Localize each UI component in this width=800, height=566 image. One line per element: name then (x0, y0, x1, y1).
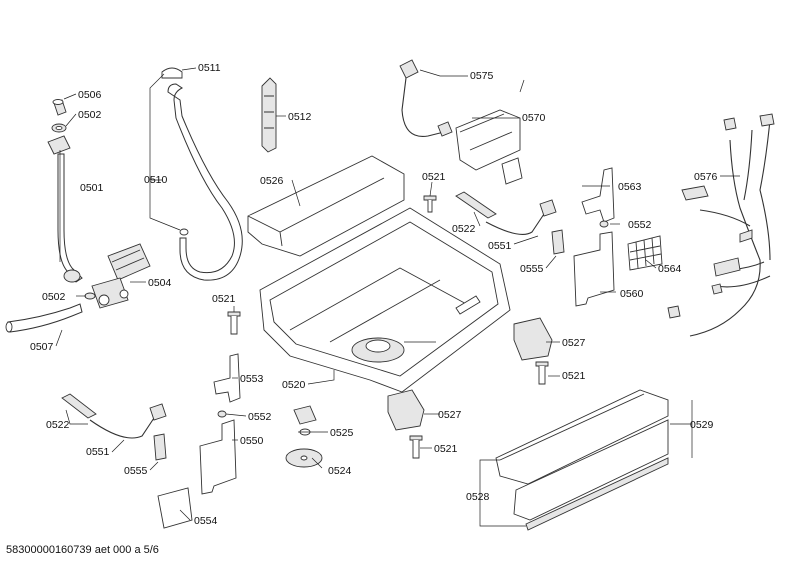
part-0528-plinth-lower (513, 419, 669, 531)
part-0502-seal-ring (51, 123, 67, 133)
part-0555-clip-right (551, 229, 565, 255)
label-0529: 0529 (690, 419, 714, 431)
part-0529-plinth-upper (495, 389, 669, 485)
part-0512-bracket (261, 77, 277, 153)
label-0521-top: 0521 (422, 171, 446, 183)
part-0526-cover (247, 155, 405, 257)
part-0551-sensor-left (89, 403, 167, 439)
part-0521-foot-d (409, 435, 423, 459)
part-0507-hose-piece (5, 303, 83, 333)
label-0504: 0504 (148, 277, 172, 289)
part-0570-control-module (455, 109, 523, 185)
part-0502-lower-ring (84, 292, 96, 300)
label-0527-bottom: 0527 (438, 409, 462, 421)
part-0501-inlet-hose (47, 135, 83, 283)
part-0563-bracket-right (581, 167, 615, 223)
part-0522-rack-left (61, 393, 97, 419)
label-0553: 0553 (240, 373, 264, 385)
label-0552-left: 0552 (248, 411, 272, 423)
label-0526: 0526 (260, 175, 284, 187)
part-0527-corner-block-b (387, 389, 425, 431)
label-0512: 0512 (288, 111, 312, 123)
label-0555-right: 0555 (520, 263, 544, 275)
label-0527-right: 0527 (562, 337, 586, 349)
part-0521-foot-c (535, 361, 549, 385)
label-0551-left: 0551 (86, 446, 110, 458)
part-0555-clip-left (153, 433, 167, 461)
label-0570: 0570 (522, 112, 546, 124)
part-0576-wiring-harness (667, 113, 775, 337)
part-0551-sensor-right (485, 199, 557, 235)
label-0522-right: 0522 (452, 223, 476, 235)
part-0511-clamp (161, 67, 183, 79)
label-0507: 0507 (30, 341, 54, 353)
part-0525-small-component (293, 405, 317, 436)
part-0524-disc (285, 448, 323, 468)
part-0550-hinge-left (199, 419, 237, 495)
label-0552-right: 0552 (628, 219, 652, 231)
label-0528: 0528 (466, 491, 490, 503)
label-0521-bottom: 0521 (434, 443, 458, 455)
part-0564-grille (627, 235, 663, 271)
part-0521-foot-a (423, 195, 437, 213)
label-0522-left: 0522 (46, 419, 70, 431)
part-labels: 0506 0502 0501 0502 0504 0507 0510 0511 … (30, 62, 718, 527)
label-0502-top: 0502 (78, 109, 102, 121)
label-0511: 0511 (198, 62, 221, 74)
label-0510: 0510 (144, 174, 168, 186)
part-0504-valve-block (91, 243, 151, 309)
label-0560: 0560 (620, 288, 644, 300)
part-0552-small-part-right (599, 220, 609, 228)
part-0575-power-cable (399, 59, 453, 138)
label-0564: 0564 (658, 263, 682, 275)
label-0524: 0524 (328, 465, 352, 477)
document-reference: 58300000160739 aet 000 a 5/6 (6, 544, 159, 556)
label-0563: 0563 (618, 181, 642, 193)
part-0506-cap (52, 99, 67, 116)
label-0576: 0576 (694, 171, 718, 183)
label-0525: 0525 (330, 427, 354, 439)
label-0554: 0554 (194, 515, 218, 527)
part-0552-small-part-left (217, 410, 227, 418)
label-0550: 0550 (240, 435, 264, 447)
part-0521-foot-b (227, 311, 241, 335)
leader-lines (55, 67, 740, 527)
label-0521-right: 0521 (562, 370, 586, 382)
part-0510-drain-hose (167, 83, 243, 281)
label-0501: 0501 (80, 182, 104, 194)
label-0551-right: 0551 (488, 240, 512, 252)
part-0520-base-frame (259, 207, 511, 393)
label-0502-lower: 0502 (42, 291, 66, 303)
label-0555-left: 0555 (124, 465, 148, 477)
part-0554-bracket-bottom (157, 487, 193, 529)
part-0553-bracket-left (213, 353, 241, 403)
part-0527-corner-block-a (513, 317, 553, 361)
label-0520: 0520 (282, 379, 306, 391)
label-0521-left: 0521 (212, 293, 236, 305)
label-0506: 0506 (78, 89, 102, 101)
label-0575: 0575 (470, 70, 494, 82)
part-0522-rack-right (455, 191, 497, 219)
part-0560-hinge-right (573, 231, 615, 307)
